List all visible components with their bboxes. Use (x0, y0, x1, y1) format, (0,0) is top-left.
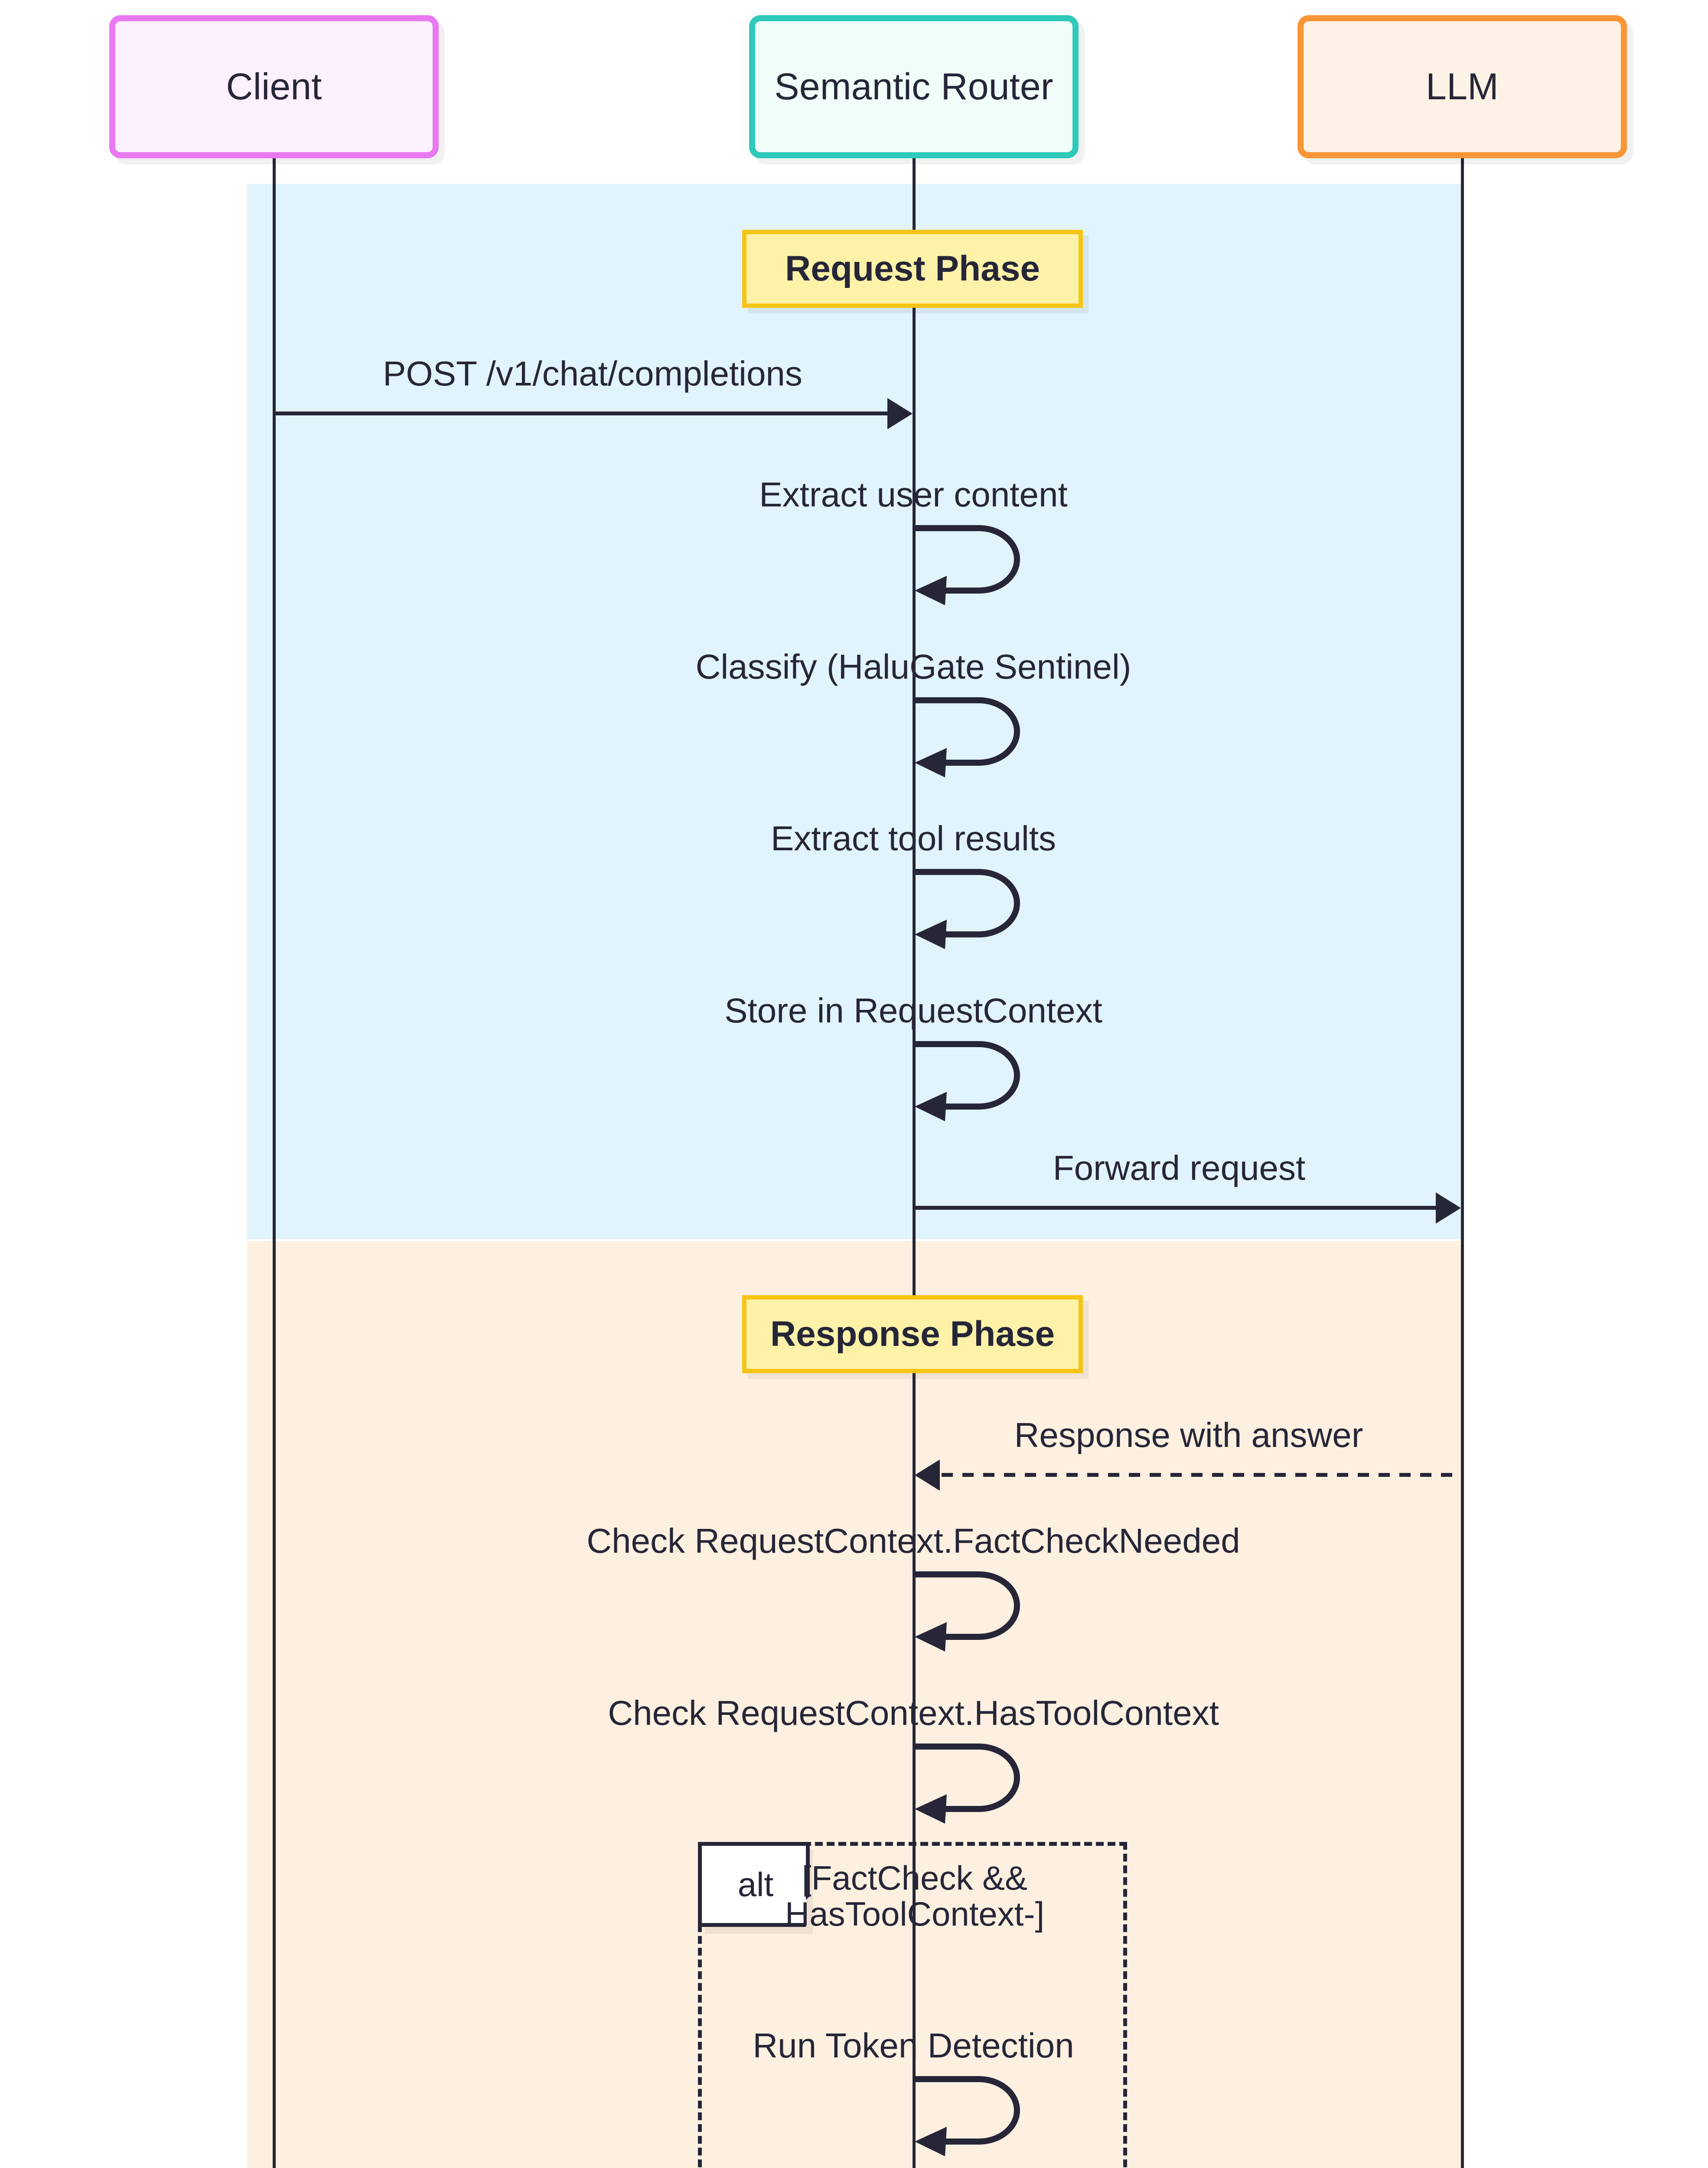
lifeline-router (913, 155, 916, 2168)
response-phase-label: Response Phase (742, 1295, 1083, 1373)
self-loop-m9 (914, 1739, 1053, 1824)
message-arrowhead-m6 (1436, 1192, 1461, 1224)
message-arrowhead-m1 (887, 398, 913, 429)
message-arrowhead-m7 (915, 1459, 940, 1491)
message-line-m7 (942, 1473, 1462, 1477)
message-label-m4: Extract tool results (770, 819, 1056, 858)
alt-tag: alt (698, 1842, 806, 1927)
self-loop-m10 (914, 2071, 1053, 2156)
request-phase-label: Request Phase (742, 230, 1083, 308)
self-loop-m4 (914, 864, 1053, 949)
message-label-m9: Check RequestContext.HasToolContext (608, 1694, 1219, 1732)
self-loop-m3 (914, 692, 1053, 777)
participant-label-client: Client (226, 65, 322, 108)
message-line-m1 (274, 411, 887, 415)
request-phase-band (247, 184, 1463, 1239)
self-loop-m5 (914, 1036, 1053, 1121)
message-label-m8: Check RequestContext.FactCheckNeeded (587, 1522, 1240, 1560)
participant-label-llm: LLM (1426, 65, 1499, 108)
participant-client-top[interactable]: Client (109, 15, 439, 158)
participant-llm-top[interactable]: LLM (1297, 15, 1627, 158)
alt-fragment (698, 1842, 1127, 2168)
lifeline-client (273, 155, 276, 2168)
self-loop-m2 (914, 520, 1053, 605)
self-loop-m8 (914, 1567, 1053, 1652)
lifeline-llm (1461, 155, 1464, 2168)
message-label-m10: Run Token Detection (753, 2026, 1074, 2065)
message-label-m2: Extract user content (759, 475, 1068, 514)
participant-router-top[interactable]: Semantic Router (749, 15, 1079, 158)
message-label-m1: POST /v1/chat/completions (383, 354, 802, 393)
alt-branch-1-condition: [FactCheck && HasToolContext-] (785, 1859, 1045, 1933)
message-label-m5: Store in RequestContext (724, 991, 1102, 1030)
message-line-m6 (915, 1206, 1436, 1210)
alt-tag-corner-clip (776, 1846, 810, 1923)
message-label-m6: Forward request (1053, 1149, 1306, 1187)
participant-label-router: Semantic Router (774, 65, 1053, 108)
response-phase-band (247, 1241, 1463, 2168)
message-label-m7: Response with answer (1014, 1416, 1363, 1454)
message-label-m3: Classify (HaluGate Sentinel) (695, 647, 1131, 686)
